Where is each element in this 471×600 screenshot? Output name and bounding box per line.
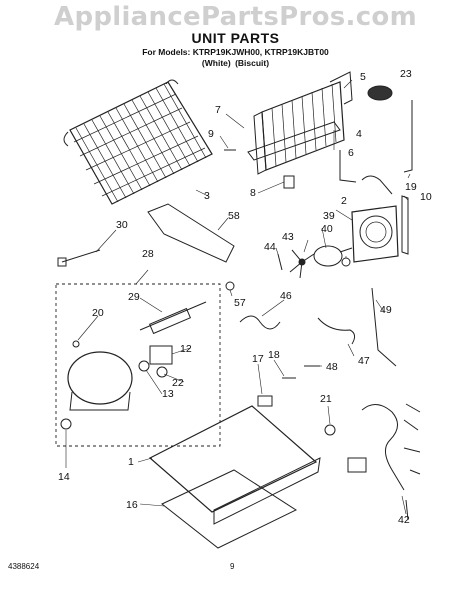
part-17 [257, 395, 273, 407]
callout-28: 28 [142, 248, 154, 260]
callout-17: 17 [252, 353, 264, 365]
callout-42: 42 [398, 514, 410, 526]
grommet-14 [60, 418, 72, 430]
heater-wire-4 [339, 150, 357, 183]
bracket-8 [283, 175, 295, 189]
callout-9: 9 [208, 128, 214, 140]
cap-23 [367, 85, 393, 101]
drier-29 [139, 301, 207, 335]
tube-47 [317, 317, 356, 345]
watermark: AppliancePartsPros.com [54, 2, 417, 32]
callout-58: 58 [228, 210, 240, 222]
screw-44 [277, 253, 283, 271]
callout-23: 23 [400, 68, 412, 80]
grommet-21 [324, 424, 336, 436]
power-cord-30 [61, 249, 101, 263]
tube-46 [239, 315, 281, 330]
sensor-wire [403, 100, 413, 173]
page-number: 9 [230, 562, 235, 571]
callout-13: 13 [162, 388, 174, 400]
callout-4: 4 [356, 128, 362, 140]
callout-46: 46 [280, 290, 292, 302]
callout-2: 2 [341, 195, 347, 207]
callout-7: 7 [215, 104, 221, 116]
callout-47: 47 [358, 355, 370, 367]
callout-22: 22 [172, 377, 184, 389]
grommet-57 [225, 281, 235, 291]
callout-20: 20 [92, 307, 104, 319]
callout-19: 19 [405, 181, 417, 193]
callout-16: 16 [126, 499, 138, 511]
callout-40: 40 [321, 223, 333, 235]
compressor-kit-28 [55, 283, 221, 447]
callout-57: 57 [234, 297, 246, 309]
tube-49 [371, 287, 397, 367]
callout-43: 43 [282, 231, 294, 243]
color-variants: (White) (Biscuit) [201, 58, 270, 68]
callout-39: 39 [323, 210, 335, 222]
callout-8: 8 [250, 187, 256, 199]
fan-blade-43 [289, 249, 315, 279]
strip-10 [401, 195, 409, 255]
evaporator-assembly [247, 71, 353, 175]
model-list: For Models: KTRP19KJWH00, KTRP19KJBT00 [142, 47, 329, 57]
callout-29: 29 [128, 291, 140, 303]
base-pan-1 [148, 405, 321, 525]
callout-44: 44 [264, 241, 276, 253]
panel-16 [161, 469, 298, 549]
callout-1: 1 [128, 456, 134, 468]
document-number: 4388624 [8, 562, 40, 571]
callout-5: 5 [360, 71, 366, 83]
callout-18: 18 [268, 349, 280, 361]
wire-harness-42 [347, 403, 421, 521]
relay-overload [138, 345, 173, 378]
wire-harness-2 [361, 175, 393, 195]
callout-10: 10 [420, 191, 432, 203]
condenser-coil [63, 79, 213, 205]
callout-21: 21 [320, 393, 332, 405]
callout-3: 3 [204, 190, 210, 202]
compressor [67, 340, 133, 411]
duct-58 [147, 203, 235, 263]
leader-lines [65, 79, 411, 515]
plug-30 [57, 257, 67, 267]
callout-30: 30 [116, 219, 128, 231]
nut-6 [341, 257, 351, 267]
callout-14: 14 [58, 471, 70, 483]
callout-12: 12 [180, 343, 192, 355]
fan-shroud-39 [351, 205, 399, 263]
callout-49: 49 [380, 304, 392, 316]
page-title: UNIT PARTS [191, 30, 280, 46]
callout-48: 48 [326, 361, 338, 373]
fan-motor-40 [313, 245, 353, 267]
callout-6-upper: 6 [348, 147, 354, 159]
